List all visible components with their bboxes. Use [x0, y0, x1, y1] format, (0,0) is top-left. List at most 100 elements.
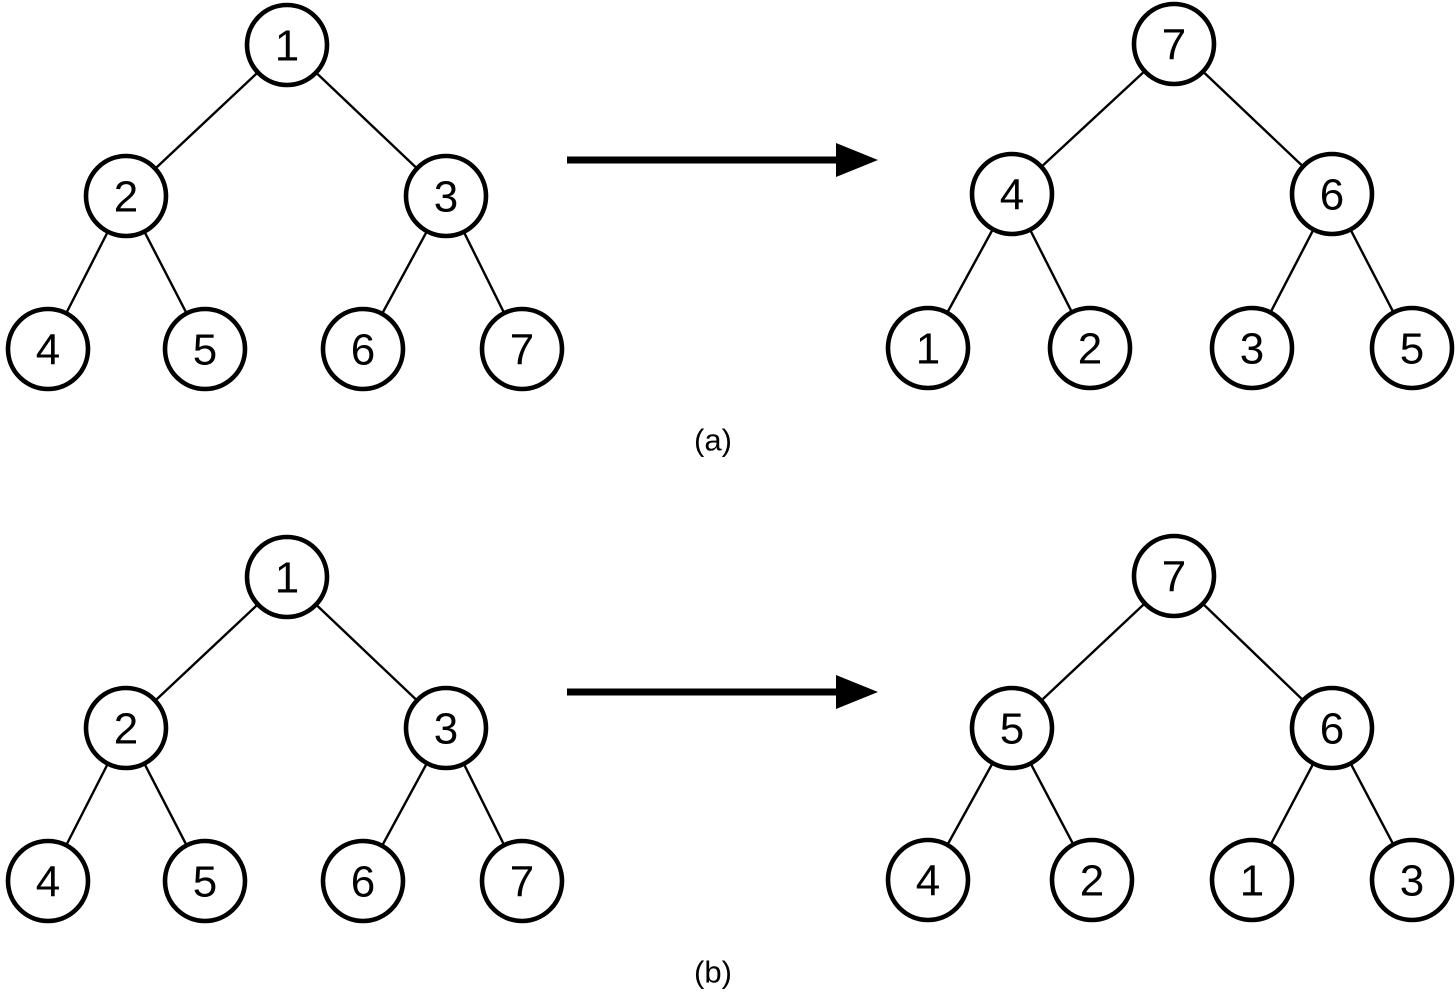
node-circle: [162, 306, 248, 392]
tree-edge: [1348, 227, 1396, 315]
tree-node[interactable]: 3: [403, 685, 489, 771]
panel-b-caption: (b): [694, 955, 732, 990]
tree-node[interactable]: 4: [969, 151, 1055, 237]
tree-node[interactable]: 4: [5, 306, 91, 392]
node-circle: [479, 306, 565, 392]
node-circle: [320, 838, 406, 924]
tree-edge: [462, 229, 506, 316]
node-label: 4: [36, 326, 60, 375]
tree-node[interactable]: 5: [162, 306, 248, 392]
tree-node[interactable]: 4: [5, 838, 91, 924]
node-circle: [1131, 533, 1217, 619]
node-circle: [320, 306, 406, 392]
node-group: 1 2 3 4 5 6 7: [5, 2, 565, 392]
tree-a-right: 74 6 1 2 3 5: [885, 1, 1455, 391]
node-circle: [969, 151, 1055, 237]
node-circle: [1209, 837, 1295, 923]
tree-node[interactable]: 7: [1131, 533, 1217, 619]
node-label: 2: [1078, 325, 1102, 374]
node-circle: [403, 153, 489, 239]
tree-edge: [380, 761, 429, 848]
node-circle: [885, 837, 971, 923]
tree-edge: [1028, 227, 1074, 315]
node-circle: [1209, 305, 1295, 391]
tree-node[interactable]: 7: [479, 838, 565, 924]
tree-edge: [1268, 761, 1316, 847]
node-label: 3: [1240, 325, 1264, 374]
tree-edge: [64, 761, 110, 848]
tree-node[interactable]: 3: [1369, 837, 1455, 923]
tree-edge: [314, 602, 419, 703]
node-circle: [83, 685, 169, 771]
tree-node[interactable]: 2: [83, 153, 169, 239]
tree-node[interactable]: 7: [1131, 1, 1217, 87]
tree-node[interactable]: 6: [320, 838, 406, 924]
node-group: 74 6 1 2 3 5: [885, 1, 1455, 391]
tree-node[interactable]: 1: [244, 534, 330, 620]
node-circle: [1047, 305, 1133, 391]
node-label: 6: [1320, 171, 1344, 220]
tree-node[interactable]: 1: [1209, 837, 1295, 923]
tree-node[interactable]: 6: [1289, 151, 1375, 237]
node-circle: [479, 838, 565, 924]
node-label: 7: [510, 858, 534, 907]
tree-edge: [945, 760, 995, 848]
node-circle: [83, 153, 169, 239]
node-label: 3: [434, 705, 458, 754]
tree-node[interactable]: 2: [83, 685, 169, 771]
tree-node[interactable]: 6: [320, 306, 406, 392]
tree-node[interactable]: 4: [885, 837, 971, 923]
tree-node[interactable]: 5: [162, 838, 248, 924]
node-label: 6: [351, 326, 375, 375]
node-circle: [1049, 837, 1135, 923]
tree-node[interactable]: 5: [969, 685, 1055, 771]
node-circle: [1131, 1, 1217, 87]
tree-edge: [462, 761, 506, 848]
node-circle: [969, 685, 1055, 771]
node-label: 7: [510, 326, 534, 375]
node-label: 5: [193, 326, 217, 375]
tree-node[interactable]: 1: [244, 2, 330, 88]
node-circle: [1289, 685, 1375, 771]
node-label: 1: [275, 22, 299, 71]
transform-arrow: [567, 675, 878, 709]
tree-node[interactable]: 3: [403, 153, 489, 239]
tree-edge: [1039, 69, 1147, 169]
tree-node[interactable]: 2: [1047, 305, 1133, 391]
tree-edge: [1201, 69, 1305, 169]
tree-edge: [314, 70, 419, 171]
node-circle: [244, 2, 330, 88]
tree-edge: [153, 602, 260, 703]
node-label: 5: [1000, 705, 1024, 754]
node-label: 7: [1162, 553, 1186, 602]
node-group: 7 5 6 4 2 1 3: [885, 533, 1455, 923]
tree-node[interactable]: 7: [479, 306, 565, 392]
node-label: 4: [916, 857, 940, 906]
node-circle: [162, 838, 248, 924]
tree-edge: [142, 761, 189, 848]
tree-node[interactable]: 2: [1049, 837, 1135, 923]
arrow-head-icon: [836, 675, 878, 709]
tree-edge: [1200, 601, 1306, 703]
tree-node[interactable]: 6: [1289, 685, 1375, 771]
node-circle: [5, 306, 91, 392]
node-circle: [403, 685, 489, 771]
tree-edge: [142, 229, 189, 316]
node-circle: [1369, 305, 1455, 391]
node-label: 1: [1240, 857, 1264, 906]
node-circle: [244, 534, 330, 620]
node-label: 3: [434, 173, 458, 222]
tree-edge: [1028, 761, 1076, 847]
node-label: 2: [114, 173, 138, 222]
node-circle: [1289, 151, 1375, 237]
node-circle: [885, 305, 971, 391]
tree-edge: [153, 70, 260, 171]
tree-node[interactable]: 5: [1369, 305, 1455, 391]
tree-node[interactable]: 3: [1209, 305, 1295, 391]
tree-node[interactable]: 1: [885, 305, 971, 391]
